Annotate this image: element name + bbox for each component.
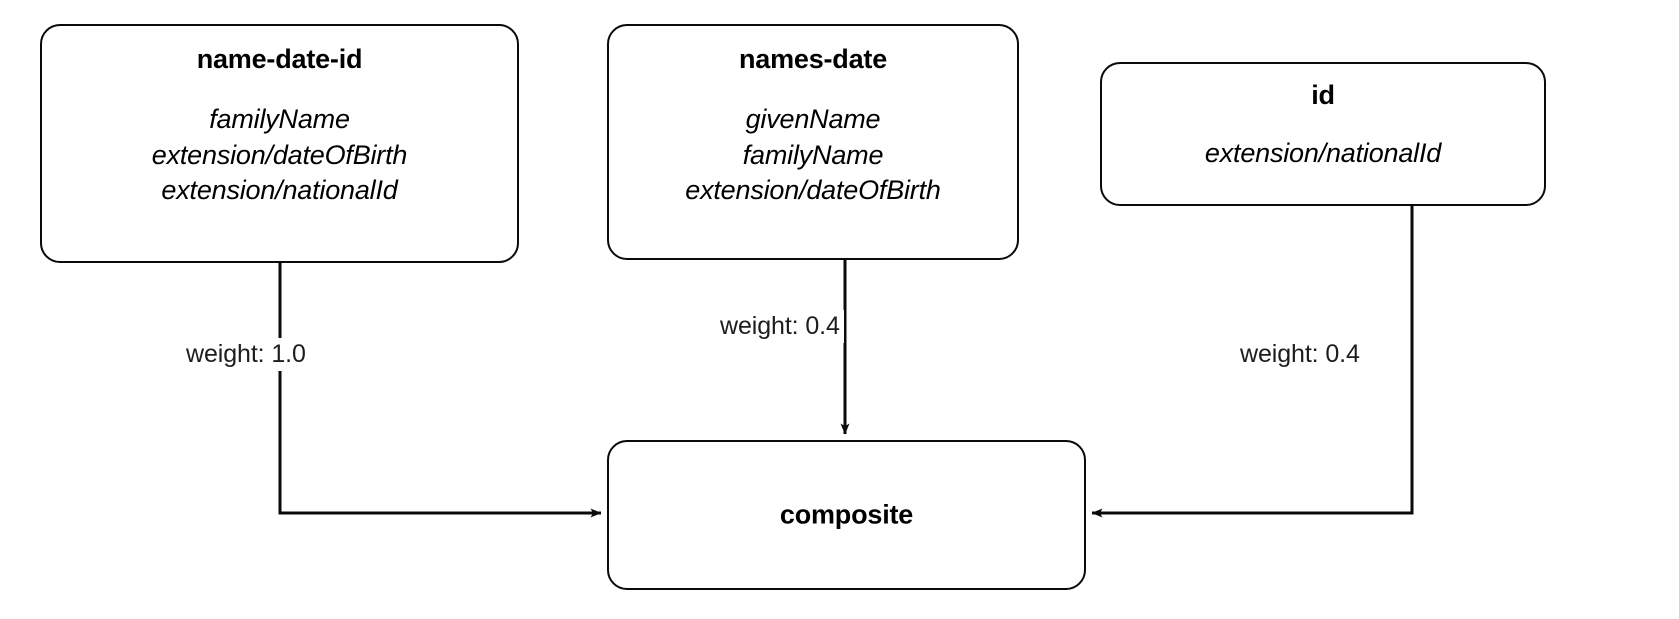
node-field-list: givenName familyName extension/dateOfBir… — [609, 102, 1017, 209]
node-field: familyName — [209, 104, 350, 135]
node-field: extension/dateOfBirth — [151, 139, 408, 170]
node-title: composite — [779, 499, 914, 530]
edge-label-weight-id: weight: 0.4 — [1236, 338, 1364, 371]
node-title: id — [1311, 80, 1335, 110]
node-field-list: extension/nationalId — [1102, 136, 1544, 172]
node-field: familyName — [742, 139, 884, 170]
node-name-date-id[interactable]: name-date-id familyName extension/dateOf… — [40, 24, 519, 263]
node-id[interactable]: id extension/nationalId — [1100, 62, 1546, 206]
edge-id-to-composite — [1091, 206, 1414, 518]
node-field: extension/dateOfBirth — [685, 175, 941, 206]
node-field-list: familyName extension/dateOfBirth extensi… — [42, 102, 517, 209]
node-names-date[interactable]: names-date givenName familyName extensio… — [607, 24, 1019, 260]
node-title: name-date-id — [196, 44, 363, 74]
node-field: extension/nationalId — [161, 175, 398, 206]
node-composite[interactable]: composite — [607, 440, 1086, 590]
edge-label-weight-names-date: weight: 0.4 — [716, 310, 844, 343]
edge-name-date-id-to-composite — [278, 262, 602, 518]
node-field: givenName — [745, 104, 881, 135]
edge-label-weight-name-date-id: weight: 1.0 — [182, 338, 310, 371]
node-field: extension/nationalId — [1204, 138, 1442, 169]
node-title: names-date — [738, 44, 888, 74]
